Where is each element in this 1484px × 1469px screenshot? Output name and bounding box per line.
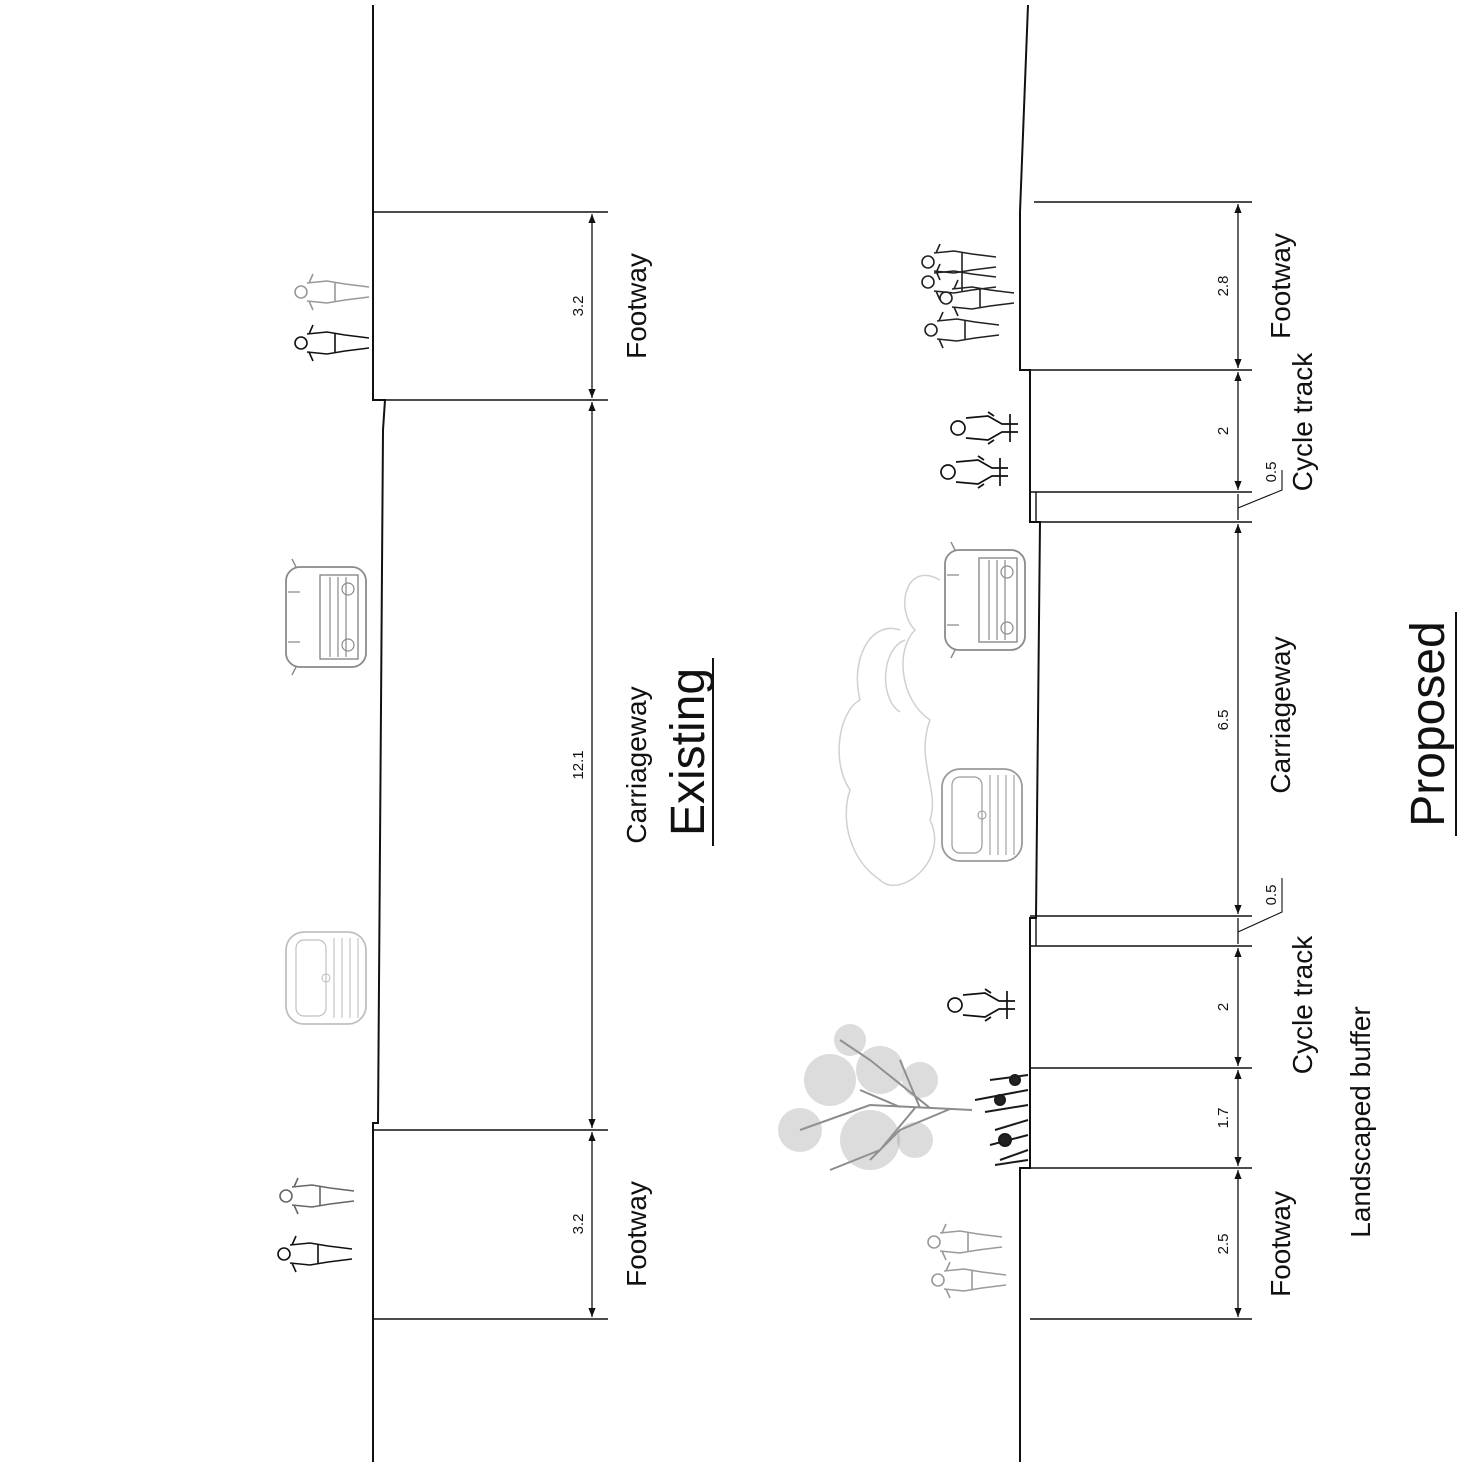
leader-line (1237, 878, 1283, 933)
dimension-label: 3.2 (570, 296, 587, 317)
dimension-label: 0.5 (1263, 885, 1280, 906)
existing-labels: 3.2 12.1 3.2 Footway Carriageway Footway… (570, 253, 715, 1287)
kerb-buffer (1030, 917, 1037, 946)
car-outline (285, 931, 367, 1025)
zone-label-carriageway: Carriageway (1265, 636, 1296, 793)
pedestrian-figure (294, 273, 370, 311)
section-title-existing: Existing (662, 668, 715, 836)
dimension-label: 2 (1215, 1003, 1232, 1011)
dimension-label: 0.5 (1263, 462, 1280, 483)
section-title-proposed: Proposed (1402, 621, 1455, 826)
dimension-label: 3.2 (570, 1214, 587, 1235)
zone-label-footway: Footway (1265, 1191, 1296, 1297)
pedestrian-figure (927, 1223, 1003, 1261)
zone-label-cycle-track: Cycle track (1287, 935, 1318, 1074)
dimension-label: 2 (1215, 427, 1232, 435)
kerb-buffer (1030, 491, 1037, 522)
pedestrian-figure (279, 1177, 355, 1215)
dimension-label: 2.8 (1215, 276, 1232, 297)
zone-label-footway: Footway (621, 1181, 652, 1287)
background-tree-outline (838, 574, 941, 887)
zone-label-footway: Footway (621, 253, 652, 359)
cyclist-figure (950, 411, 1019, 445)
cyclist-figure (940, 455, 1009, 489)
existing-section (277, 5, 608, 1462)
dimension-label: 2.5 (1215, 1234, 1232, 1255)
zone-label-landscaped-buffer: Landscaped buffer (1345, 1006, 1376, 1237)
pedestrian-figure (294, 324, 370, 362)
proposed-labels: 2.8 2 0.5 6.5 0.5 2 1.7 2.5 Footway Cycl… (1215, 233, 1457, 1297)
tree-figure (778, 1024, 973, 1171)
proposed-ground-profile (1019, 4, 1042, 1462)
pedestrian-figure (277, 1235, 353, 1273)
proposed-section (778, 4, 1283, 1462)
car-outline (941, 768, 1023, 862)
zone-label-carriageway: Carriageway (621, 686, 652, 843)
car-outline (944, 541, 1026, 659)
zone-label-footway: Footway (1265, 233, 1296, 339)
dimension-label: 1.7 (1215, 1108, 1232, 1129)
cyclist-figure (947, 988, 1016, 1022)
dimension-label: 12.1 (570, 750, 587, 779)
existing-ground-profile (372, 5, 387, 1462)
zone-label-cycle-track: Cycle track (1287, 352, 1318, 491)
shrub-figure (974, 1074, 1029, 1166)
pedestrian-figure (931, 1261, 1007, 1299)
car-outline (285, 558, 367, 676)
pedestrian-figure (921, 243, 997, 281)
leader-line (1237, 470, 1283, 509)
dimension-label: 6.5 (1215, 710, 1232, 731)
pedestrian-figure (921, 263, 997, 301)
pedestrian-figure (924, 311, 1000, 349)
pedestrian-figure (939, 279, 1015, 317)
